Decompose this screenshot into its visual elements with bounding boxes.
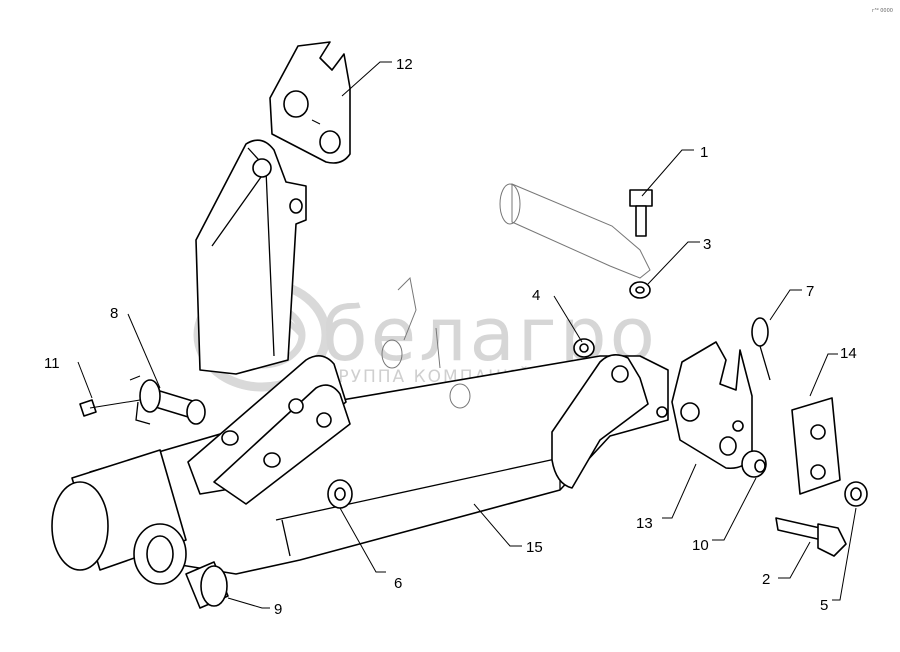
corner-note: г⁵⁹ 0000 [872, 8, 893, 14]
part-10-bushing [741, 450, 767, 478]
callout-14: 14 [840, 345, 857, 362]
callout-12: 12 [396, 56, 413, 73]
callout-labels: 1 2 3 4 5 6 7 8 9 10 11 12 13 14 15 [44, 56, 857, 618]
leader-lines [77, 61, 857, 609]
callout-13: 13 [636, 515, 653, 532]
callout-10: 10 [692, 537, 709, 554]
upright-mast [195, 139, 307, 375]
callout-8: 8 [110, 305, 118, 322]
part-3-nut [629, 281, 651, 299]
part-12-plate [269, 41, 351, 164]
callout-2: 2 [762, 571, 770, 588]
callout-4: 4 [532, 287, 540, 304]
callout-15: 15 [526, 539, 543, 556]
part-14-spacer-plate [791, 397, 841, 495]
part-11-grease-nipple [79, 399, 97, 417]
callout-5: 5 [820, 597, 828, 614]
callout-6: 6 [394, 575, 402, 592]
callout-1: 1 [700, 144, 708, 161]
part-9-bushing [185, 561, 229, 609]
callout-7: 7 [806, 283, 814, 300]
part-13-plate [671, 341, 753, 470]
roller-assembly [51, 449, 187, 585]
callout-9: 9 [274, 601, 282, 618]
part-4-nut [573, 338, 595, 358]
part-7-clip [751, 317, 771, 381]
callout-11: 11 [44, 355, 60, 372]
pivot-brackets [187, 355, 351, 505]
part-1-bolt [629, 189, 653, 237]
part-6-keeper [327, 479, 353, 509]
exploded-washers [89, 276, 471, 409]
part-5-washer [844, 481, 868, 507]
part-2-bolt [775, 517, 847, 557]
pin-ghost-outline [499, 183, 651, 279]
callout-3: 3 [703, 236, 711, 253]
part-8-pin [135, 379, 206, 425]
